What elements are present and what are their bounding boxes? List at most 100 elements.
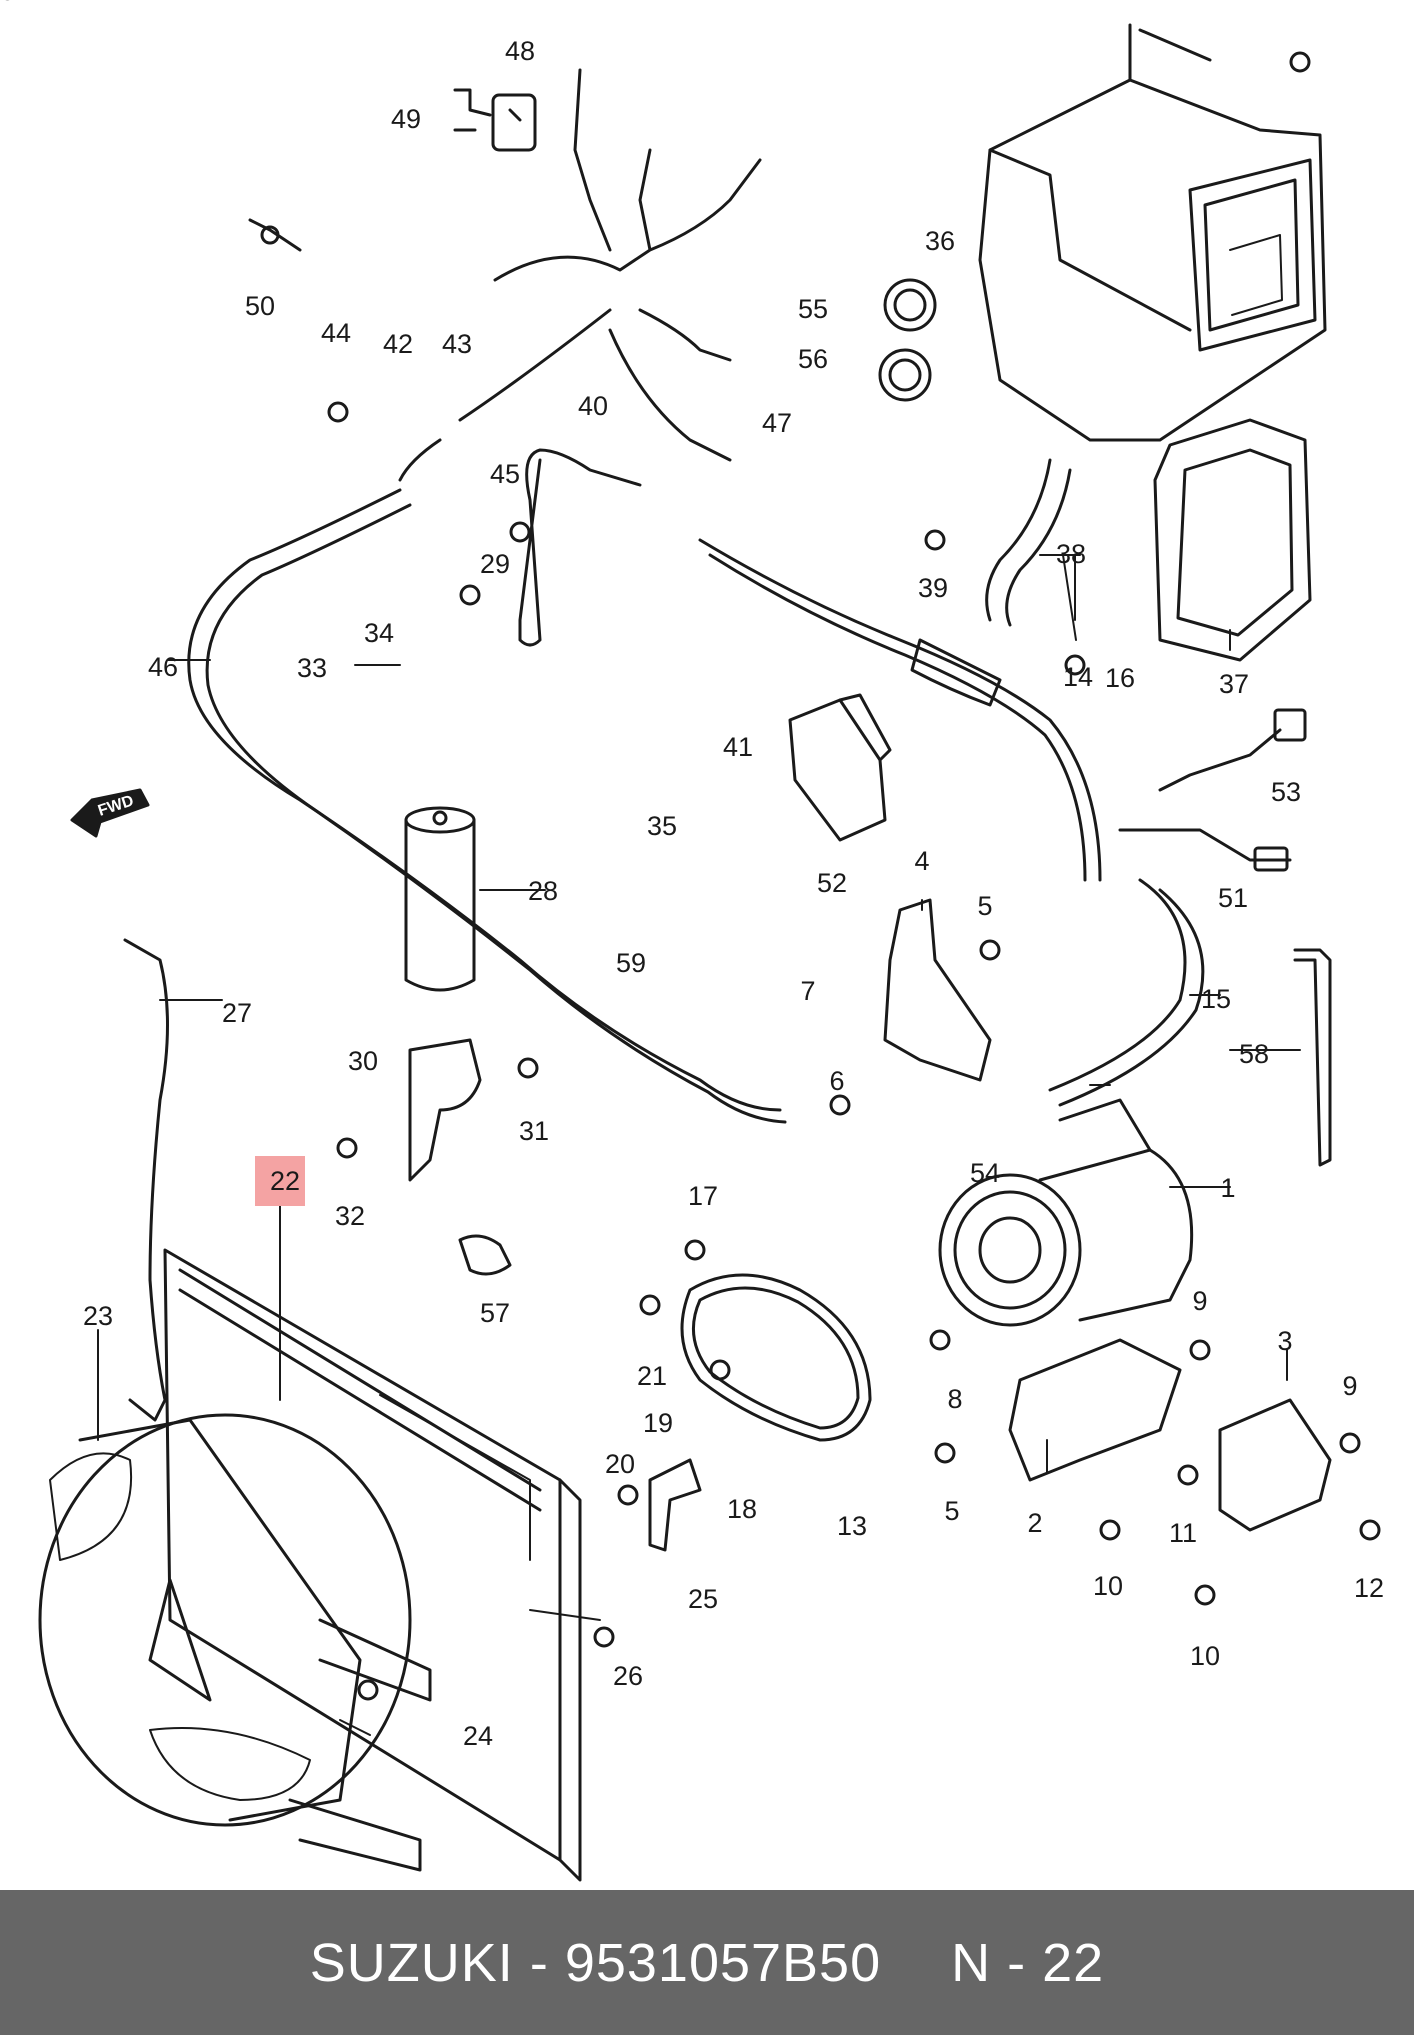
fwd-arrow-icon [70,788,150,838]
callout-25: 25 [688,1584,718,1614]
callout-30: 30 [348,1046,378,1076]
brand-name: SUZUKI [309,1932,514,1993]
callout-47: 47 [762,408,792,438]
callout-44: 44 [321,318,351,348]
fasteners [327,51,1381,1701]
bracket-4 [883,898,992,1082]
callout-58: 58 [1239,1039,1269,1069]
callout-2: 2 [1027,1508,1042,1538]
sensor-51 [248,218,302,252]
callout-59: 59 [616,948,646,978]
part-58 [458,1234,512,1276]
strap-59 [1293,948,1332,1167]
callout-labels: 1234556789910101112131415161718192021222… [0,0,1384,1751]
part-number: 9531057B50 [564,1932,882,1993]
callout-22: 22 [270,1166,300,1196]
callout-27: 27 [222,998,252,1028]
callout-8: 8 [947,1384,962,1414]
callout-50: 50 [245,291,275,321]
callout-highlight [255,1156,305,1206]
callout-54: 54 [970,1158,1000,1188]
callout-29: 29 [480,549,510,579]
leader-lines [97,554,1301,1736]
callout-9: 9 [1342,1371,1357,1401]
callout-49: 49 [391,104,421,134]
callout-56: 56 [798,344,828,374]
compressor [938,1098,1194,1327]
ac-parts-diagram: 1234556789910101112131415161718192021222… [0,0,1384,1882]
callout-38: 38 [1056,539,1086,569]
connector-52 [1118,828,1292,872]
connector-54 [1158,708,1307,792]
callout-46: 46 [148,652,178,682]
callout-5: 5 [977,891,992,921]
callout-10: 10 [1093,1571,1123,1601]
callout-6: 6 [829,1066,844,1096]
callout-17: 17 [688,1181,718,1211]
callout-14: 14 [1063,662,1093,692]
bracket-3 [1218,1398,1332,1532]
receiver-drier [404,806,476,992]
callout-18: 18 [727,1494,757,1524]
pipe-27 [123,938,169,1422]
callout-48: 48 [505,36,535,66]
callout-32: 32 [335,1201,365,1231]
callout-20: 20 [605,1449,635,1479]
drive-belt [680,1273,872,1442]
control-module [788,693,892,842]
callout-10: 10 [1190,1641,1220,1671]
callout-35: 35 [647,811,677,841]
ref-number: 22 [1042,1932,1105,1993]
wiring-harness [398,68,762,482]
callout-3: 3 [1277,1326,1292,1356]
callout-57: 57 [480,1298,510,1328]
callout-21: 21 [637,1361,667,1391]
callout-37: 37 [1219,669,1249,699]
pipe-41 [518,448,642,647]
callout-9: 9 [1192,1286,1207,1316]
pipe-38 [985,458,1072,627]
blower-housing [1153,418,1312,662]
callout-24: 24 [463,1721,493,1751]
callout-45: 45 [490,459,520,489]
callout-19: 19 [643,1408,673,1438]
callout-40: 40 [578,391,608,421]
callout-53: 53 [1271,777,1301,807]
callout-12: 12 [1354,1573,1384,1603]
discharge-hose-14 [698,538,1102,882]
callout-52: 52 [817,868,847,898]
bracket-18 [648,1458,702,1552]
callout-33: 33 [297,653,327,683]
callout-39: 39 [918,573,948,603]
callout-28: 28 [528,876,558,906]
separator: - [529,1932,549,1993]
footer-bar: SUZUKI - 9531057B50 N - 22 [0,1890,1414,2035]
callout-13: 13 [837,1511,867,1541]
callout-4: 4 [914,846,929,876]
ref-separator: - [1007,1932,1027,1993]
callout-15: 15 [1201,984,1231,1014]
ref-prefix: N [951,1932,992,1993]
callout-26: 26 [613,1661,643,1691]
callout-11: 11 [1169,1518,1197,1548]
callout-31: 31 [519,1116,549,1146]
suction-hose-15 [1048,878,1205,1107]
condenser [163,1248,582,1882]
relay-connector [453,88,537,152]
callout-36: 36 [925,226,955,256]
grommets [878,278,937,402]
callout-55: 55 [798,294,828,324]
callout-5: 5 [944,1496,959,1526]
callout-51: 51 [1218,883,1248,913]
callout-43: 43 [442,329,472,359]
callout-60: 60 [0,0,15,6]
drier-bracket [408,1038,482,1182]
compressor-bracket [1008,1338,1182,1482]
callout-7: 7 [800,976,815,1006]
callout-23: 23 [83,1301,113,1331]
callout-34: 34 [364,618,394,648]
callout-41: 41 [723,732,753,762]
callout-1: 1 [1220,1173,1235,1203]
refrigerant-line-60 [187,488,787,1124]
callout-42: 42 [383,329,413,359]
